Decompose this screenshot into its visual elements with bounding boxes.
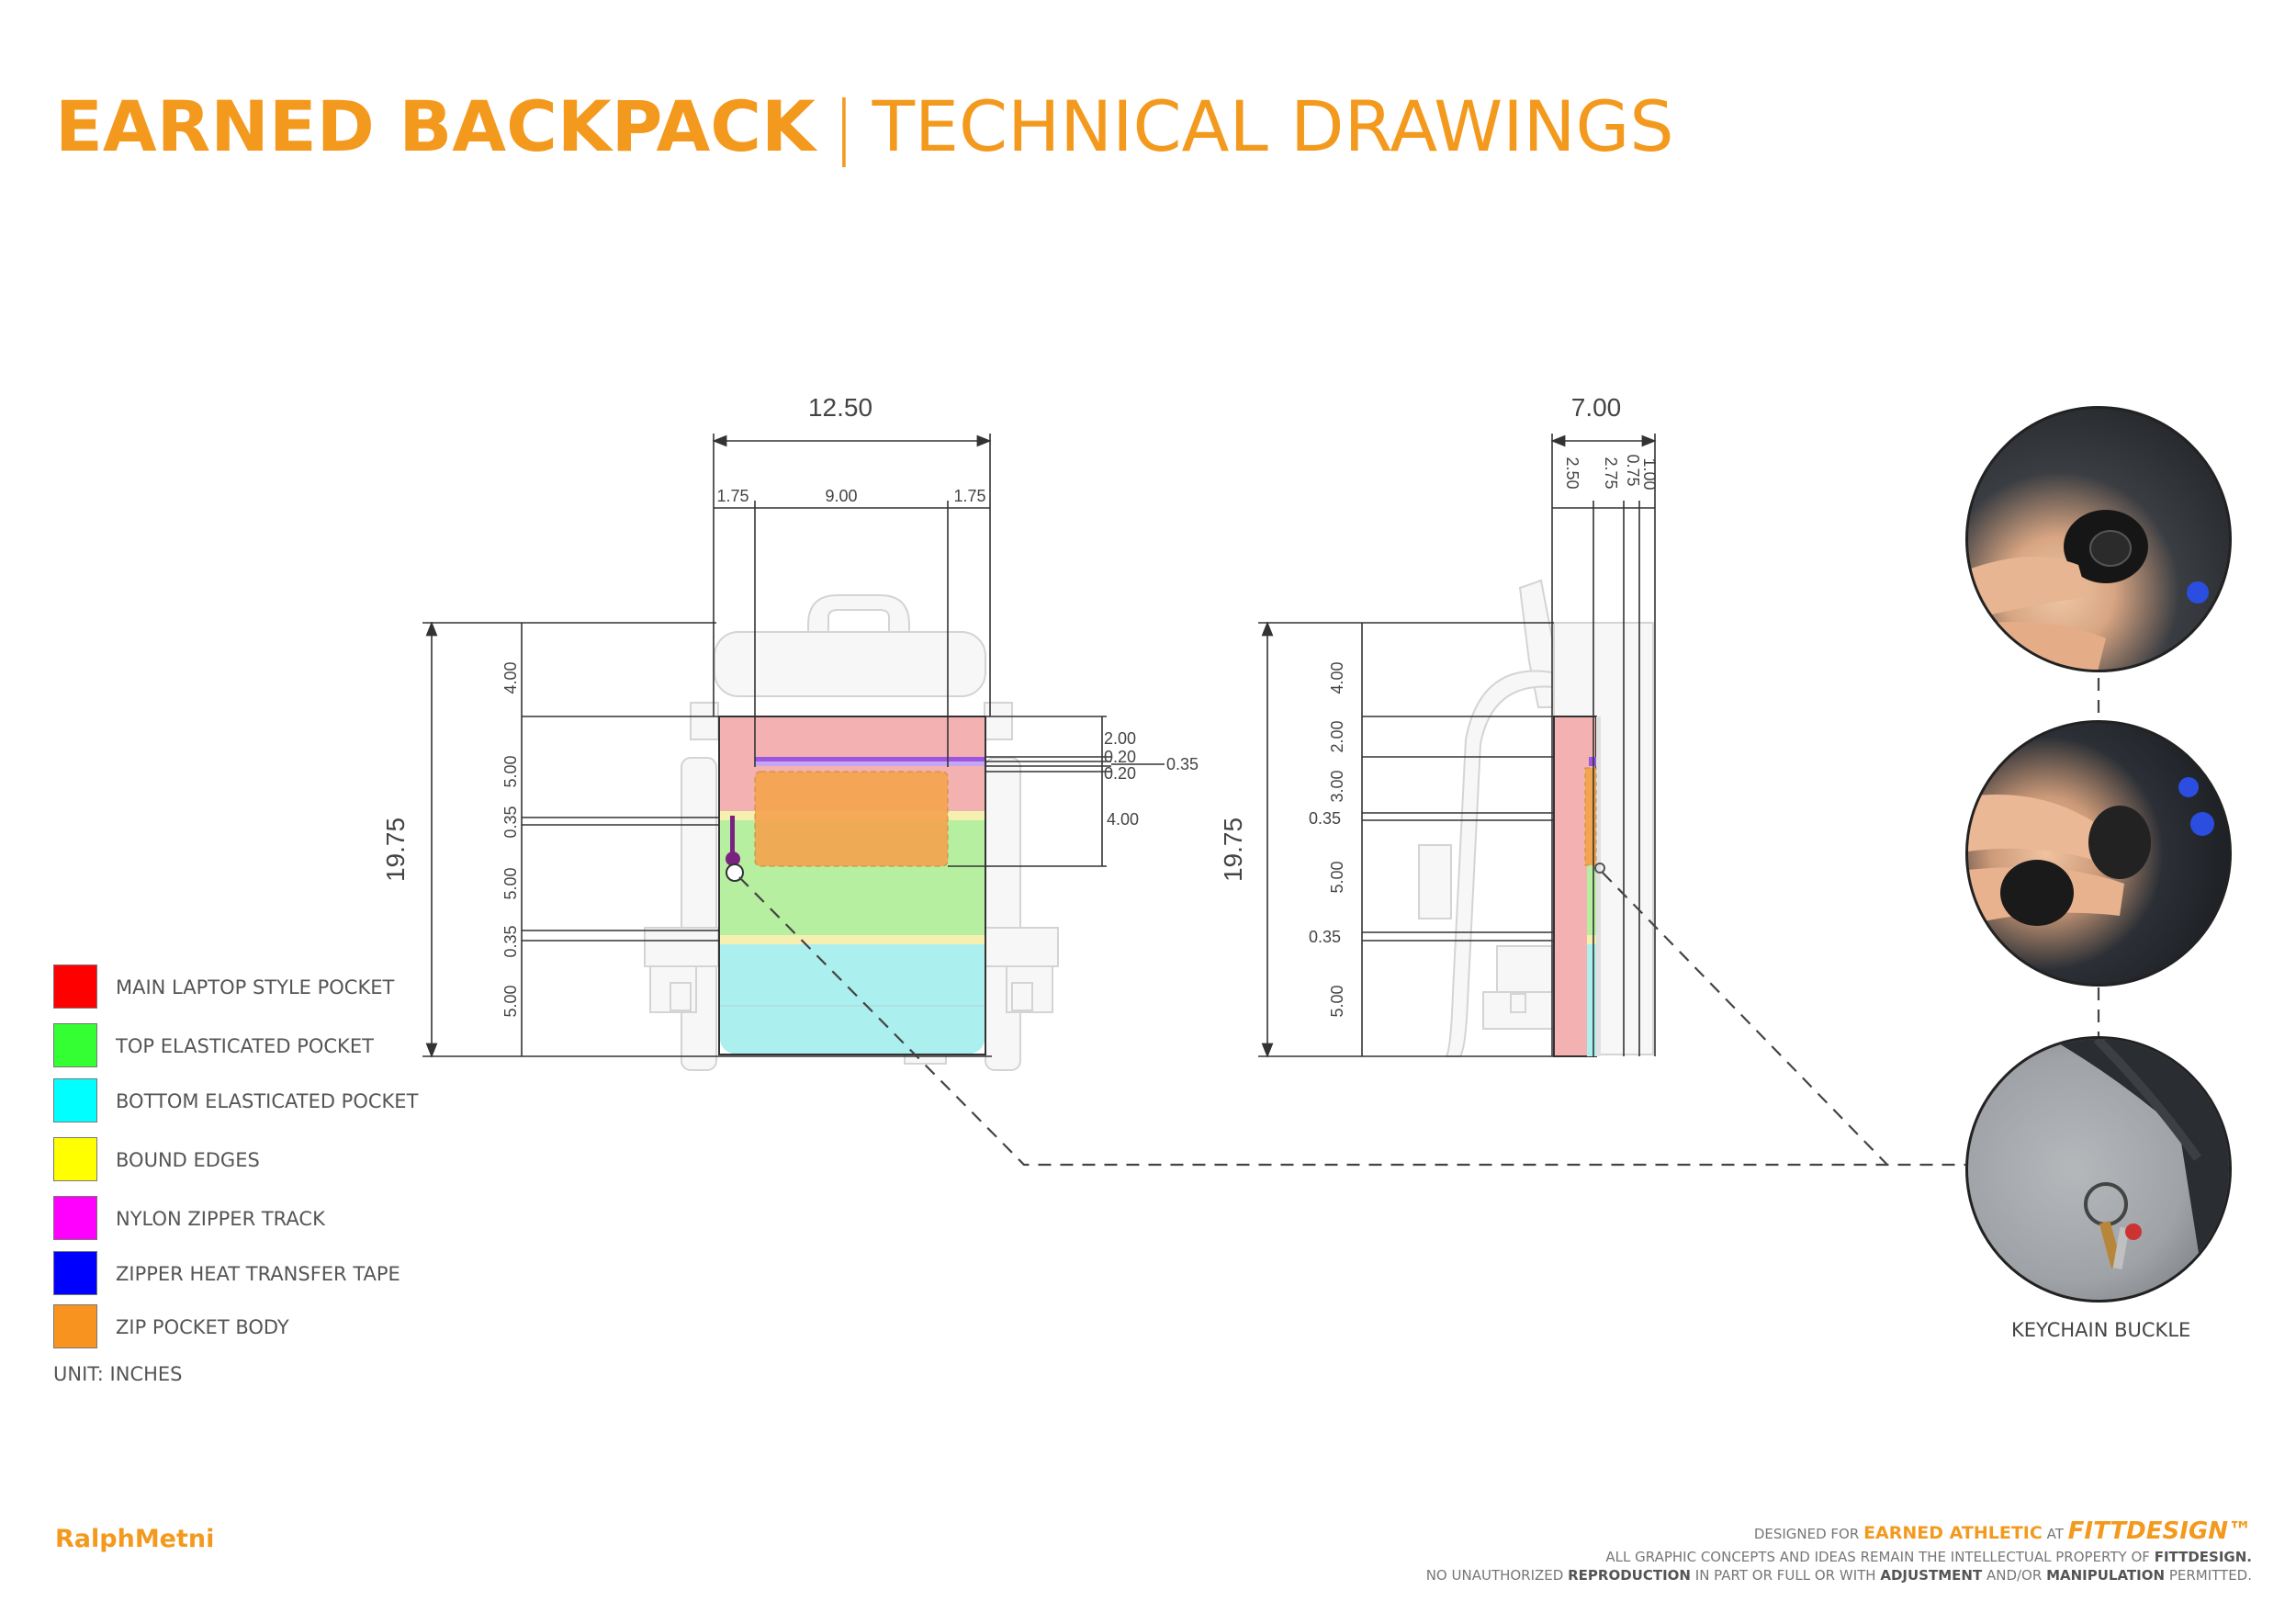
footer-text: MANIPULATION: [2046, 1567, 2166, 1585]
keychain-leader-lines: [738, 678, 2100, 1167]
front-left-dim-6: 5.00: [501, 985, 520, 1017]
front-right-dim-5: 4.00: [1107, 810, 1139, 829]
footer-line-3: NO UNAUTHORIZED REPRODUCTION IN PART OR …: [1426, 1566, 2252, 1585]
footer-trademark: ™: [2228, 1517, 2252, 1545]
legend-label: BOUND EDGES: [116, 1149, 260, 1171]
front-right-dim-4: 0.35: [1166, 755, 1199, 773]
front-bound-edge-middle: [719, 935, 985, 944]
front-left-dim-2: 5.00: [501, 755, 520, 787]
footer-text: AND/OR: [1986, 1567, 2043, 1585]
keychain-caption: KEYCHAIN BUCKLE: [2011, 1319, 2191, 1341]
footer-line-2: ALL GRAPHIC CONCEPTS AND IDEAS REMAIN TH…: [1426, 1548, 2252, 1566]
side-left-dim-2: 2.00: [1328, 720, 1346, 752]
footer-text: IN PART OR FULL OR WITH: [1694, 1567, 1876, 1585]
legend-swatch: [53, 964, 97, 1009]
side-left-dim-7: 5.00: [1328, 985, 1346, 1017]
front-zipper-tape: [755, 761, 986, 766]
footer-brand-logo: FITTDESIGN: [2067, 1517, 2228, 1545]
legend-swatch: [53, 1251, 97, 1295]
legend-label: NYLON ZIPPER TRACK: [116, 1208, 325, 1230]
front-left-dim-1: 4.00: [501, 661, 520, 694]
legend-swatch: [53, 1078, 97, 1122]
side-left-dim-4: 0.35: [1309, 809, 1341, 828]
footer-client: EARNED ATHLETIC: [1863, 1523, 2043, 1543]
detail-photo-keychain: [1965, 1036, 2232, 1303]
footer-text: REPRODUCTION: [1568, 1567, 1691, 1585]
front-overall-width: 12.50: [808, 393, 872, 422]
legend-label: MAIN LAPTOP STYLE POCKET: [116, 976, 395, 998]
side-top-dim-3: 0.75: [1624, 454, 1642, 486]
side-left-dim-1: 4.00: [1328, 661, 1346, 694]
title-bold: EARNED BACKPACK: [55, 85, 816, 167]
side-left-dim-3: 3.00: [1328, 770, 1346, 802]
side-zipper-track: [1589, 757, 1596, 766]
legend-label: ZIP POCKET BODY: [116, 1316, 289, 1338]
side-left-dim-6: 0.35: [1309, 928, 1341, 946]
side-backpack-outline: [1418, 579, 1654, 1057]
front-left-dim-3: 0.35: [501, 806, 520, 838]
legend-swatch: [53, 1196, 97, 1240]
side-top-dim-2: 2.75: [1602, 457, 1620, 489]
front-zipper-pull: [730, 816, 735, 854]
footer-text: PERMITTED.: [2168, 1567, 2252, 1585]
front-keychain-ring: [726, 851, 740, 866]
side-top-elasticated-pocket: [1587, 820, 1596, 935]
side-view: 7.00 2.50 2.75 0.75 1.00 19.75 4.00 2.00…: [1219, 393, 1659, 1058]
front-zip-pocket-body: [754, 771, 949, 867]
detail-photo-buckle-2: [1965, 720, 2232, 987]
front-top-dim-2: 9.00: [825, 487, 857, 505]
side-overall-height: 19.75: [1219, 818, 1247, 882]
front-right-dim-3: 0.20: [1104, 764, 1136, 783]
author-name: RalphMetni: [55, 1525, 215, 1553]
footer-credits: DESIGNED FOR EARNED ATHLETIC AT FITTDESI…: [1426, 1516, 2252, 1585]
title-separator: |: [831, 85, 856, 167]
footer-text: NO UNAUTHORIZED: [1425, 1567, 1564, 1585]
front-left-dim-5: 0.35: [501, 925, 520, 957]
unit-note: UNIT: INCHES: [53, 1363, 183, 1385]
side-bottom-elasticated-pocket: [1587, 944, 1596, 1056]
side-zip-pocket-body: [1584, 767, 1597, 866]
footer-text: DESIGNED FOR: [1753, 1526, 1860, 1542]
front-top-dim-1: 1.75: [716, 487, 748, 505]
legend-swatch: [53, 1137, 97, 1181]
title-light: TECHNICAL DRAWINGS: [872, 85, 1674, 167]
side-left-dim-5: 5.00: [1328, 861, 1346, 893]
legend-label: BOTTOM ELASTICATED POCKET: [116, 1090, 419, 1112]
front-view: 12.50 1.75 9.00 1.75 19.75 4.00 5.00 0.3…: [381, 393, 1199, 1071]
page-title: EARNED BACKPACK|TECHNICAL DRAWINGS: [55, 92, 1674, 162]
front-bottom-elasticated-pocket: [719, 944, 985, 1054]
front-left-dim-4: 5.00: [501, 867, 520, 899]
footer-text: ADJUSTMENT: [1880, 1567, 1983, 1585]
side-bound-edge-middle: [1587, 935, 1596, 944]
detail-photo-buckle-1: [1965, 406, 2232, 672]
footer-line-1: DESIGNED FOR EARNED ATHLETIC AT FITTDESI…: [1426, 1516, 2252, 1548]
side-top-dim-4: 1.00: [1640, 457, 1659, 490]
front-zipper-track: [755, 757, 986, 761]
front-right-dim-1: 2.00: [1104, 729, 1136, 748]
front-top-dim-3: 1.75: [953, 487, 985, 505]
footer-text: AT: [2046, 1526, 2064, 1542]
legend-label: TOP ELASTICATED POCKET: [116, 1035, 374, 1057]
side-overall-depth: 7.00: [1571, 393, 1622, 422]
legend-swatch: [53, 1304, 97, 1348]
legend-label: ZIPPER HEAT TRANSFER TAPE: [116, 1263, 400, 1285]
side-top-dim-1: 2.50: [1563, 457, 1581, 489]
footer-text: ALL GRAPHIC CONCEPTS AND IDEAS REMAIN TH…: [1605, 1549, 2150, 1566]
legend-swatch: [53, 1023, 97, 1067]
footer-text: FITTDESIGN.: [2154, 1549, 2252, 1566]
front-overall-height: 19.75: [381, 818, 410, 882]
front-backpack-outline: [644, 594, 1059, 1071]
front-right-dim-2: 0.20: [1104, 748, 1136, 766]
